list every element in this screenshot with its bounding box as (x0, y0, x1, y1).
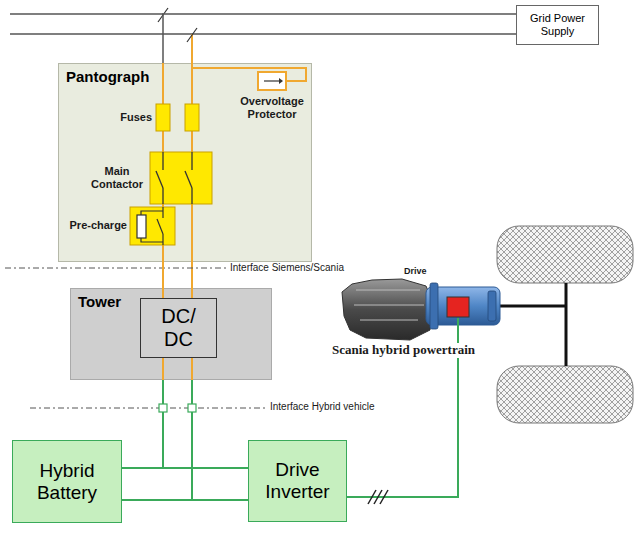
part-label: Fuses (96, 111, 152, 124)
battery-box: Hybrid Battery (12, 440, 122, 523)
dc-bus-wire (163, 467, 248, 469)
pantograph-internals (58, 63, 312, 262)
interface-line (5, 268, 226, 269)
fuse-symbol (156, 104, 199, 131)
axle (565, 283, 568, 366)
overvoltage-symbol (264, 80, 279, 81)
precharge-symbol (162, 234, 163, 245)
precharge-symbol (141, 238, 163, 242)
main-contactor-symbol (150, 152, 212, 204)
overvoltage-symbol (258, 72, 286, 90)
main-contactor-symbol (191, 188, 192, 204)
wheel (497, 226, 633, 423)
illustration-caption: Scania hybrid powertrain (330, 343, 477, 358)
dc-bus-wire (163, 467, 248, 469)
tower-wire (191, 355, 193, 380)
box-label: Drive Inverter (253, 459, 342, 503)
main-contactor-symbol (156, 152, 192, 204)
interface-terminal (188, 404, 196, 412)
main-contactor-symbol (162, 152, 163, 170)
power-wire (162, 262, 164, 288)
axle (500, 305, 566, 308)
axle (500, 283, 566, 366)
drive-illustration (488, 291, 496, 321)
main-contactor-symbol (150, 152, 212, 204)
box-label: Hybrid Battery (17, 460, 117, 504)
pantograph-tap (191, 262, 193, 288)
tower-wire (162, 355, 164, 380)
interface-line (30, 408, 265, 409)
drive-illustration (426, 283, 500, 329)
overvoltage-symbol (258, 72, 286, 90)
catenary-wire (10, 14, 516, 34)
part-label: Main Contactor (86, 165, 148, 190)
interface-label: Interface Siemens/Scania (228, 262, 346, 274)
three-phase-mark (380, 490, 388, 504)
catenary-wire (10, 33, 516, 35)
fuse-symbol (156, 104, 170, 131)
power-wire (122, 380, 163, 468)
precharge-symbol (137, 207, 163, 245)
tower-box: TowerDC/ DC (70, 288, 272, 380)
precharge-symbol (130, 207, 175, 245)
box-label: Grid Power Supply (521, 12, 594, 37)
tap-slash (158, 8, 197, 42)
source-box: Grid Power Supply (516, 5, 599, 45)
drive-illustration (430, 283, 438, 329)
interface-terminal (159, 404, 196, 412)
engine-illustration (342, 279, 432, 340)
part-label: Drive (404, 266, 444, 276)
interface-label: Interface Hybrid vehicle (268, 401, 377, 413)
power-wire (192, 380, 248, 500)
precharge-symbol (137, 215, 146, 238)
pantograph-wire (192, 68, 306, 81)
precharge-symbol (157, 219, 163, 234)
main-contactor-symbol (162, 188, 163, 204)
three-phase-mark (368, 490, 388, 504)
region-box: Pantograph (58, 63, 312, 262)
inverter-box: Drive Inverter (248, 440, 347, 522)
overvoltage-symbol (279, 78, 283, 84)
precharge-symbol (130, 207, 175, 245)
catenary-wire (10, 13, 163, 15)
part-label: Overvoltage Protector (234, 95, 310, 120)
tap-slash (187, 28, 197, 42)
main-contactor-symbol (191, 152, 192, 170)
precharge-symbol (162, 207, 163, 218)
engine-illustration (342, 279, 432, 340)
drive-illustration (447, 297, 469, 317)
converter-box: DC/ DC (140, 298, 217, 358)
engine-illustration (354, 290, 424, 320)
pantograph-tap (191, 34, 193, 63)
wheel (497, 226, 633, 283)
main-contactor-symbol (185, 171, 192, 188)
power-wire (122, 499, 248, 501)
region-heading: Pantograph (66, 68, 304, 85)
part-label: Pre-charge (62, 219, 127, 232)
fuse-symbol (185, 104, 199, 131)
wheel (497, 366, 633, 423)
precharge-symbol (141, 211, 163, 215)
box-label: DC/ DC (156, 305, 202, 351)
power-wire (163, 14, 516, 63)
main-contactor-symbol (156, 171, 163, 188)
interface-terminal (159, 404, 167, 412)
